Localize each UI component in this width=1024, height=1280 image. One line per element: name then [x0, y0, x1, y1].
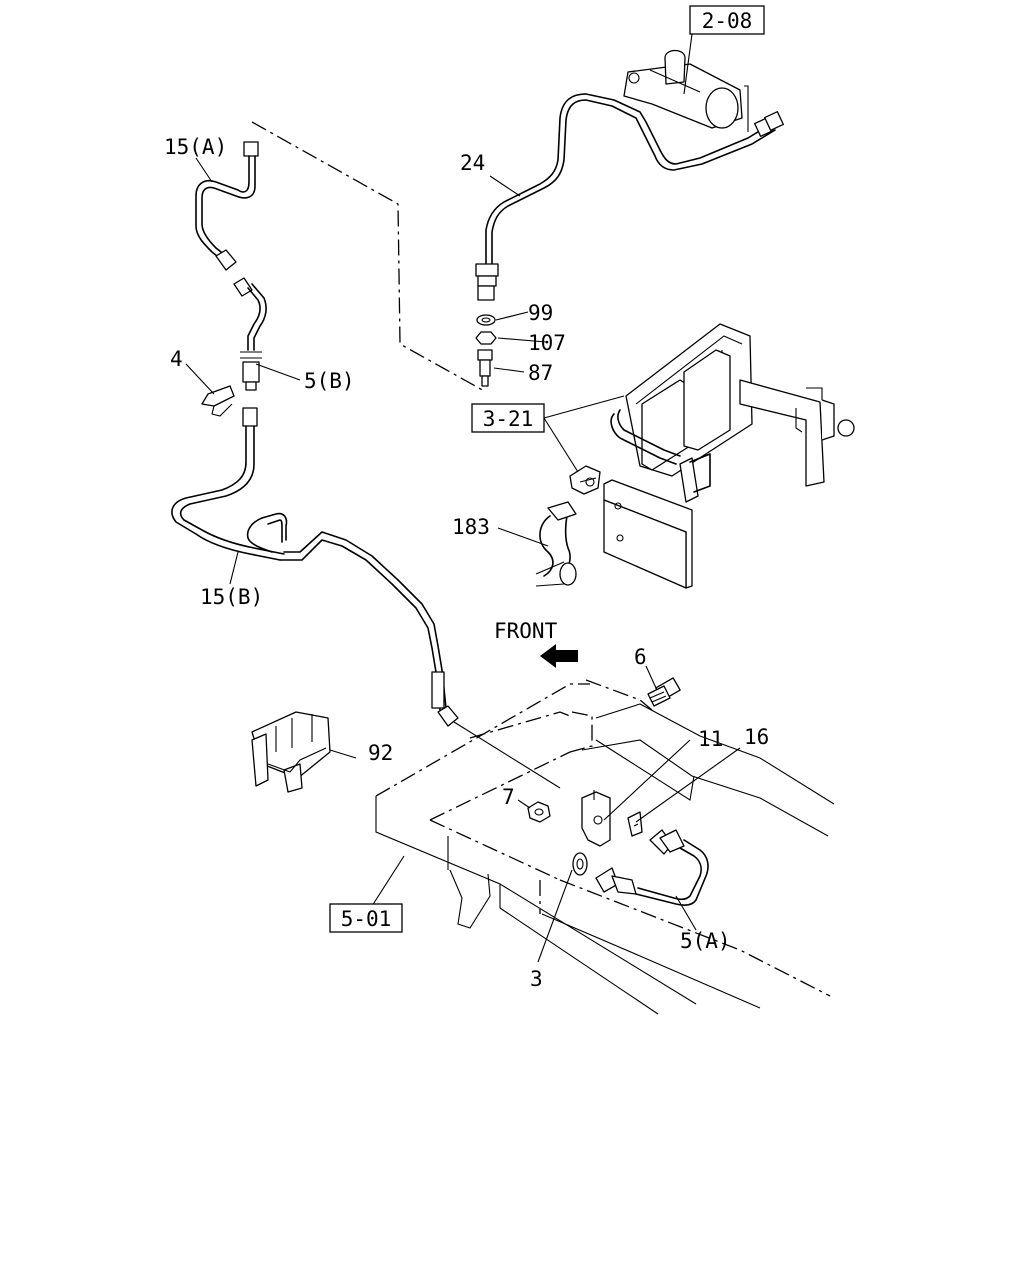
ref-box-3-21: [471, 403, 545, 433]
pipe-24: [475, 93, 784, 301]
callout-5-01: 5-01: [341, 907, 392, 931]
callout-5a: 5(A): [680, 929, 731, 953]
callout-5b: 5(B): [304, 369, 355, 393]
callout-15b: 15(B): [200, 585, 263, 609]
cylinder-bracket-line: [744, 85, 749, 132]
ref-box-2-08: [689, 5, 765, 35]
callout-99: 99: [528, 301, 553, 325]
master-cylinder: [623, 49, 743, 129]
callout-4: 4: [170, 347, 183, 371]
callout-183: 183: [452, 515, 490, 539]
valve-unit: [603, 323, 855, 589]
callout-6: 6: [634, 645, 647, 669]
bolt-6: [647, 677, 681, 707]
callout-11: 11: [698, 727, 723, 751]
hose-clamp: [569, 465, 601, 495]
callout-107: 107: [528, 331, 566, 355]
nut-7: [527, 801, 551, 823]
callout-2-08: 2-08: [702, 9, 753, 33]
hose-183: [535, 501, 577, 587]
callout-24: 24: [460, 151, 485, 175]
frame-crossmember: [375, 679, 835, 1015]
callout-16: 16: [744, 725, 769, 749]
ref-box-5-01: [329, 903, 403, 933]
callout-92: 92: [368, 741, 393, 765]
callout-front: FRONT: [494, 619, 558, 643]
callout-15a: 15(A): [164, 135, 227, 159]
callout-87: 87: [528, 361, 553, 385]
fittings-99-107-87: [475, 314, 497, 387]
clip-4: [201, 385, 235, 417]
callout-3-21: 3-21: [483, 407, 534, 431]
pipe-15a: [195, 141, 259, 271]
leader-lines: [185, 33, 741, 963]
hose-5a: [595, 829, 709, 906]
callout-7: 7: [502, 785, 515, 809]
fitting-92: [251, 711, 331, 793]
pipe-5b-upper: [233, 277, 267, 391]
bracket-11: [581, 790, 611, 847]
pipe-15b: [171, 407, 561, 789]
bracket-16: [627, 811, 643, 837]
callout-3: 3: [530, 967, 543, 991]
front-arrow: [540, 644, 578, 668]
connection-line: [251, 121, 487, 393]
washer-3: [572, 852, 588, 876]
